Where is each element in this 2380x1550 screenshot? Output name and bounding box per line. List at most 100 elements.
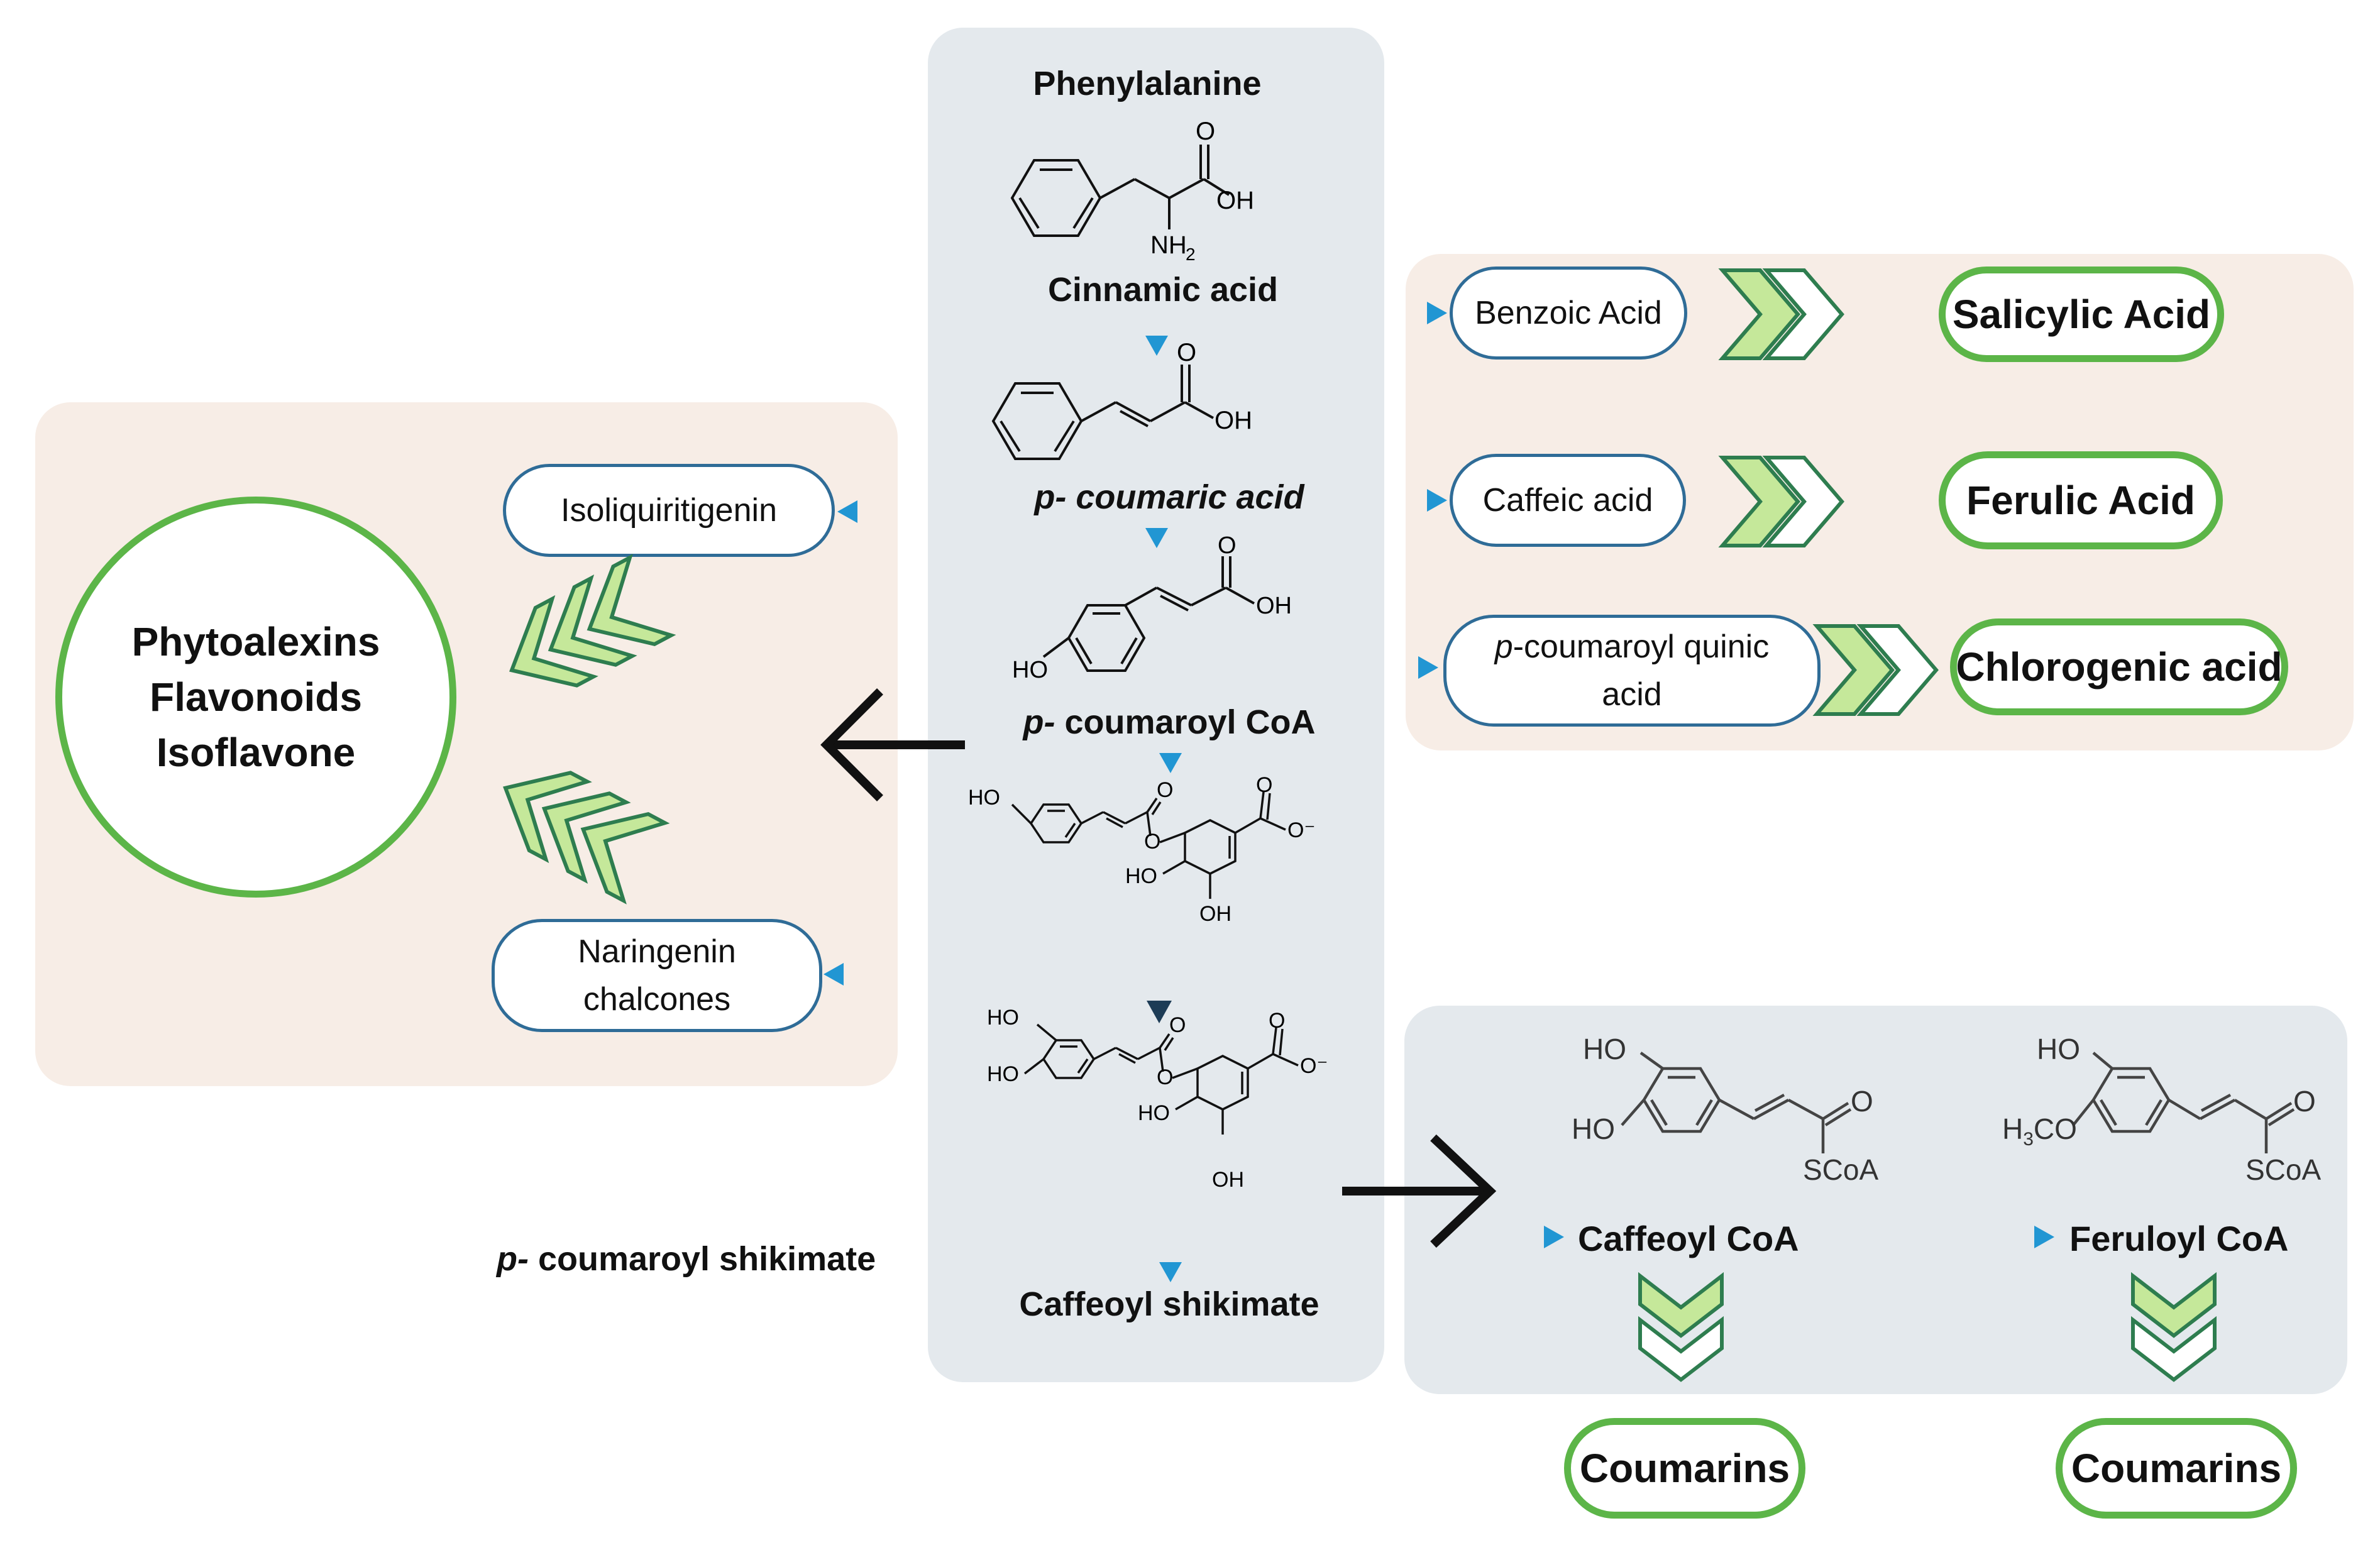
pointer-icon xyxy=(1145,528,1168,548)
p-prefix: p xyxy=(1494,629,1513,665)
p-prefix: p- xyxy=(1034,478,1067,516)
feruloyl-coa-label: Feruloyl CoA xyxy=(2069,1219,2289,1258)
chevron-right-icon xyxy=(1812,624,1939,716)
ho-atom: HO xyxy=(1125,864,1157,888)
pointer-icon xyxy=(2034,1226,2054,1248)
circle-line-3: Isoflavone xyxy=(156,730,356,775)
p-coumaroyl-shikimate-label: p- coumaroyl shikimate xyxy=(497,1239,899,1278)
p-prefix: p- xyxy=(497,1240,529,1278)
oh-atom: OH xyxy=(1215,407,1252,434)
phytoalexins-circle: Phytoalexins Flavonoids Isoflavone xyxy=(55,497,456,898)
ho-atom: HO xyxy=(2037,1033,2080,1065)
o-atom: O xyxy=(1157,1065,1173,1089)
ferulic-acid-pill: Ferulic Acid xyxy=(1939,451,2223,549)
pointer-icon xyxy=(837,500,857,523)
isoliquiritigenin-label: Isoliquiritigenin xyxy=(561,492,777,529)
caffeoyl-shikimate-label: Caffeoyl shikimate xyxy=(1019,1285,1319,1323)
salicylic-acid-label: Salicylic Acid xyxy=(1952,292,2211,337)
p-coumaroyl-shikimate-structure: HO O O O O⁻ HO OH xyxy=(968,773,1315,926)
circle-line-2: Flavonoids xyxy=(150,674,362,720)
pointer-icon xyxy=(1418,656,1438,679)
cinnamic-acid-structure: O OH xyxy=(991,339,1252,460)
quinic-line-1: p-coumaroyl quinic xyxy=(1495,623,1769,671)
scoa-atom: SCoA xyxy=(2245,1153,2321,1186)
coumarins-label: Coumarins xyxy=(2071,1446,2282,1491)
ho-atom: HO xyxy=(1583,1033,1626,1065)
chevrons-upper-icon xyxy=(509,554,676,688)
ho-atom: HO xyxy=(987,1006,1019,1030)
o-atom: O xyxy=(1269,1009,1285,1033)
h3co-atom: H3CO xyxy=(2002,1113,2077,1150)
caffeoyl-coa-label: Caffeoyl CoA xyxy=(1578,1219,1799,1258)
left-arrow-icon xyxy=(820,688,965,801)
pointer-icon xyxy=(1427,489,1447,512)
coumarins-label: Coumarins xyxy=(1579,1446,1790,1491)
caffeic-acid-pill: Caffeic acid xyxy=(1450,454,1686,547)
scoa-atom: SCoA xyxy=(1803,1153,1878,1186)
salicylic-acid-pill: Salicylic Acid xyxy=(1939,267,2224,362)
nh2-subscript: 2 xyxy=(1186,245,1196,264)
oh-atom: OH xyxy=(1256,593,1292,619)
central-pathway-panel xyxy=(928,28,1384,1382)
caffeic-acid-label: Caffeic acid xyxy=(1482,482,1653,519)
chevron-right-icon xyxy=(1718,456,1844,547)
chlorogenic-acid-pill: Chlorogenic acid xyxy=(1950,618,2288,715)
oh-atom: OH xyxy=(1212,1168,1244,1192)
p-coumaroyl-coa-label: p- coumaroyl CoA xyxy=(981,703,1358,742)
right-bottom-panel xyxy=(1404,1006,2347,1394)
ho-atom: HO xyxy=(1138,1101,1170,1125)
quinic-line-2: acid xyxy=(1602,676,1662,713)
p-coumaroyl-quinic-acid-pill: p-coumaroyl quinic acid xyxy=(1443,615,1821,727)
p-coumaroyl-shikimate-text: coumaroyl shikimate xyxy=(528,1240,876,1278)
feruloyl-coa-structure: HO H3CO O SCoA xyxy=(2002,1033,2321,1186)
o-atom: O xyxy=(1196,118,1215,145)
o-atom: O xyxy=(1256,773,1272,797)
caffeoyl-shikimate-structure: HO HO O O O O⁻ HO OH xyxy=(987,1006,1328,1192)
o-atom: O xyxy=(1851,1085,1873,1118)
oh-atom: OH xyxy=(1199,902,1231,926)
chlorogenic-acid-label: Chlorogenic acid xyxy=(1956,644,2283,690)
o-minus-atom: O⁻ xyxy=(1287,818,1315,842)
o-atom: O xyxy=(2293,1085,2316,1118)
ho-atom: HO xyxy=(1572,1113,1615,1145)
phenylalanine-structure: O OH NH 2 xyxy=(1010,118,1254,264)
pointer-icon xyxy=(1544,1226,1564,1248)
pointer-icon xyxy=(1427,302,1447,324)
o-atom: O xyxy=(1169,1013,1186,1037)
p-coumaric-acid-label: p- coumaric acid xyxy=(981,478,1358,517)
p-prefix: p- xyxy=(1023,703,1055,741)
caffeoyl-coa-structure: HO HO O SCoA xyxy=(1572,1033,1878,1186)
ho-atom: HO xyxy=(1012,657,1048,683)
right-arrow-icon xyxy=(1342,1134,1497,1248)
o-minus-atom: O⁻ xyxy=(1300,1054,1328,1078)
coumarins-pill-1: Coumarins xyxy=(1564,1418,1805,1519)
coumarins-pill-2: Coumarins xyxy=(2056,1418,2297,1519)
benzoic-acid-label: Benzoic Acid xyxy=(1475,295,1662,331)
naringenin-line-2: chalcones xyxy=(583,981,731,1018)
cinnamic-acid-label: Cinnamic acid xyxy=(1047,271,1279,309)
pointer-icon xyxy=(1147,1001,1172,1023)
pointer-icon xyxy=(824,963,844,986)
o-atom: O xyxy=(1177,339,1196,366)
naringenin-pill: Naringenin chalcones xyxy=(492,919,822,1032)
pointer-icon xyxy=(1159,753,1182,773)
p-coumaric-text: coumaric acid xyxy=(1066,478,1304,516)
phenylalanine-label: Phenylalanine xyxy=(1033,65,1262,102)
pointer-icon xyxy=(1145,336,1168,356)
p-coumaroyl-coa-text: coumaroyl CoA xyxy=(1055,703,1316,741)
naringenin-line-1: Naringenin xyxy=(578,933,736,970)
chevron-down-icon xyxy=(2131,1272,2217,1382)
chevron-down-icon xyxy=(1638,1272,1724,1382)
o-atom: O xyxy=(1157,778,1173,802)
nh2-atom: NH xyxy=(1150,231,1187,259)
ho-atom: HO xyxy=(968,786,1000,810)
oh-atom: OH xyxy=(1216,187,1254,214)
o-atom: O xyxy=(1218,532,1237,559)
quinic-text: -coumaroyl quinic xyxy=(1512,629,1770,665)
circle-line-1: Phytoalexins xyxy=(131,619,380,664)
isoliquiritigenin-pill: Isoliquiritigenin xyxy=(503,464,835,557)
o-atom: O xyxy=(1144,830,1160,854)
ferulic-acid-label: Ferulic Acid xyxy=(1966,478,2195,523)
pointer-icon xyxy=(1159,1262,1182,1282)
chevrons-lower-icon xyxy=(503,771,670,904)
